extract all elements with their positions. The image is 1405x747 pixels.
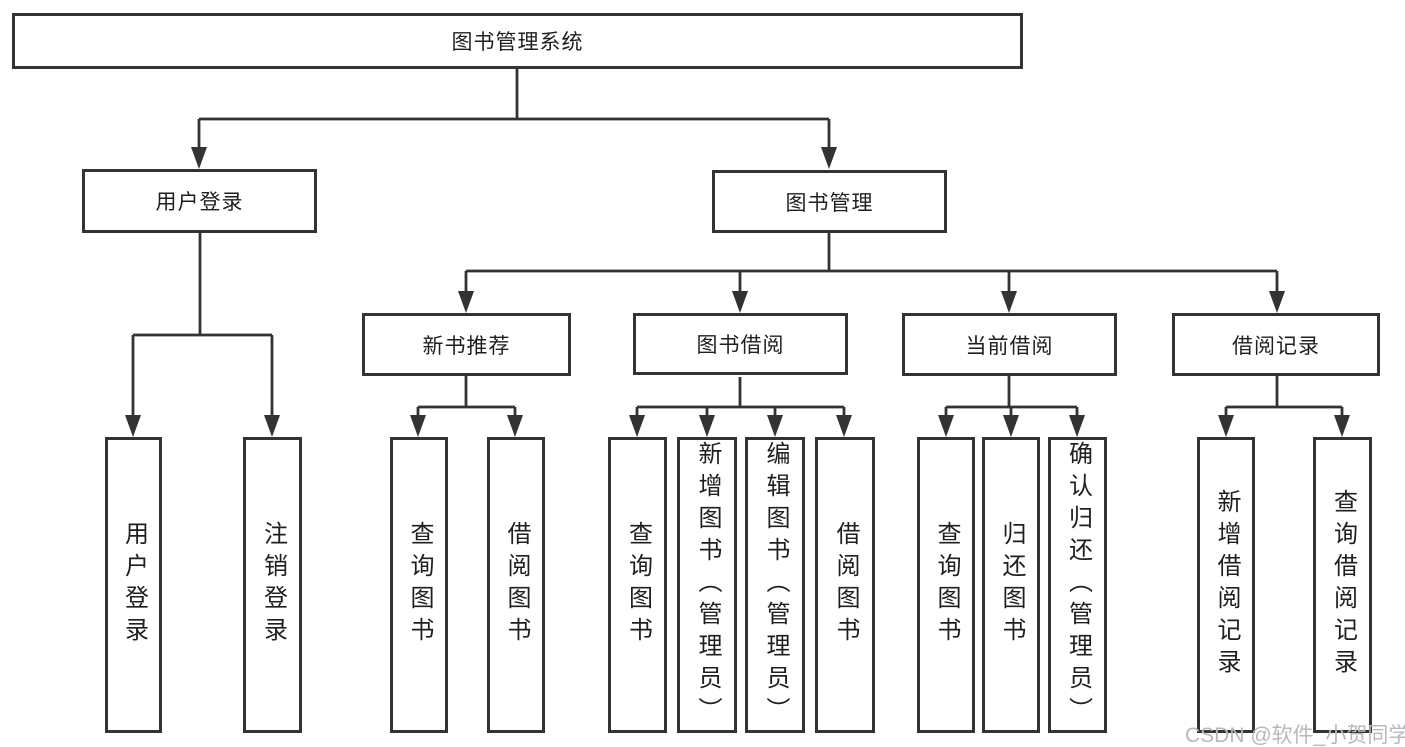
leaf-label: 查询借阅记录 (1329, 489, 1357, 681)
leaf-query-borrow-record: 查询借阅记录 (1313, 437, 1372, 733)
leaf-label: 确认归还（管理员） (1064, 441, 1092, 729)
node-book-borrowing: 图书借阅 (633, 313, 848, 375)
node-borrowing-records: 借阅记录 (1172, 313, 1380, 376)
node-label: 借阅记录 (1232, 334, 1320, 358)
leaf-label: 归还图书 (998, 521, 1025, 649)
node-new-book-recommendation: 新书推荐 (362, 313, 571, 376)
leaf-edit-book-admin: 编辑图书（管理员） (745, 437, 805, 733)
leaf-label: 查询图书 (406, 521, 433, 649)
leaf-user-login: 用户登录 (105, 437, 162, 733)
leaf-label: 查询图书 (624, 521, 652, 649)
node-label: 图书借阅 (696, 334, 785, 357)
leaf-borrow-books-recommend: 借阅图书 (487, 437, 545, 733)
node-current-borrowing: 当前借阅 (902, 313, 1117, 376)
leaf-label: 新增借阅记录 (1213, 489, 1240, 681)
node-label: 用户登录 (155, 191, 244, 214)
leaf-add-book-admin: 新增图书（管理员） (677, 437, 737, 733)
leaf-label: 注销登录 (259, 521, 287, 649)
leaf-add-borrow-record: 新增借阅记录 (1197, 437, 1255, 733)
node-label: 新书推荐 (422, 334, 511, 358)
leaf-return-book: 归还图书 (982, 437, 1040, 733)
node-label: 图书管理 (785, 191, 874, 215)
node-label: 图书管理系统 (451, 31, 584, 54)
node-user-login: 用户登录 (82, 169, 317, 233)
leaf-query-books-recommend: 查询图书 (390, 437, 448, 733)
node-book-management: 图书管理 (712, 170, 947, 233)
leaf-label: 借阅图书 (832, 521, 859, 649)
leaf-confirm-return-admin: 确认归还（管理员） (1048, 437, 1107, 733)
leaf-label: 用户登录 (120, 521, 148, 649)
node-library-management-system: 图书管理系统 (12, 13, 1023, 69)
leaf-query-books-current: 查询图书 (917, 437, 975, 733)
node-label: 当前借阅 (965, 334, 1054, 358)
leaf-label: 编辑图书（管理员） (762, 441, 789, 729)
leaf-label: 查询图书 (933, 521, 960, 649)
leaf-query-books-borrowing: 查询图书 (608, 437, 667, 733)
leaf-label: 借阅图书 (503, 521, 530, 649)
leaf-borrow-books-borrowing: 借阅图书 (815, 437, 875, 733)
leaf-label: 新增图书（管理员） (694, 441, 721, 729)
leaf-logout: 注销登录 (243, 437, 302, 733)
csdn-watermark: CSDN @软件_小贺同学 (1185, 724, 1405, 747)
